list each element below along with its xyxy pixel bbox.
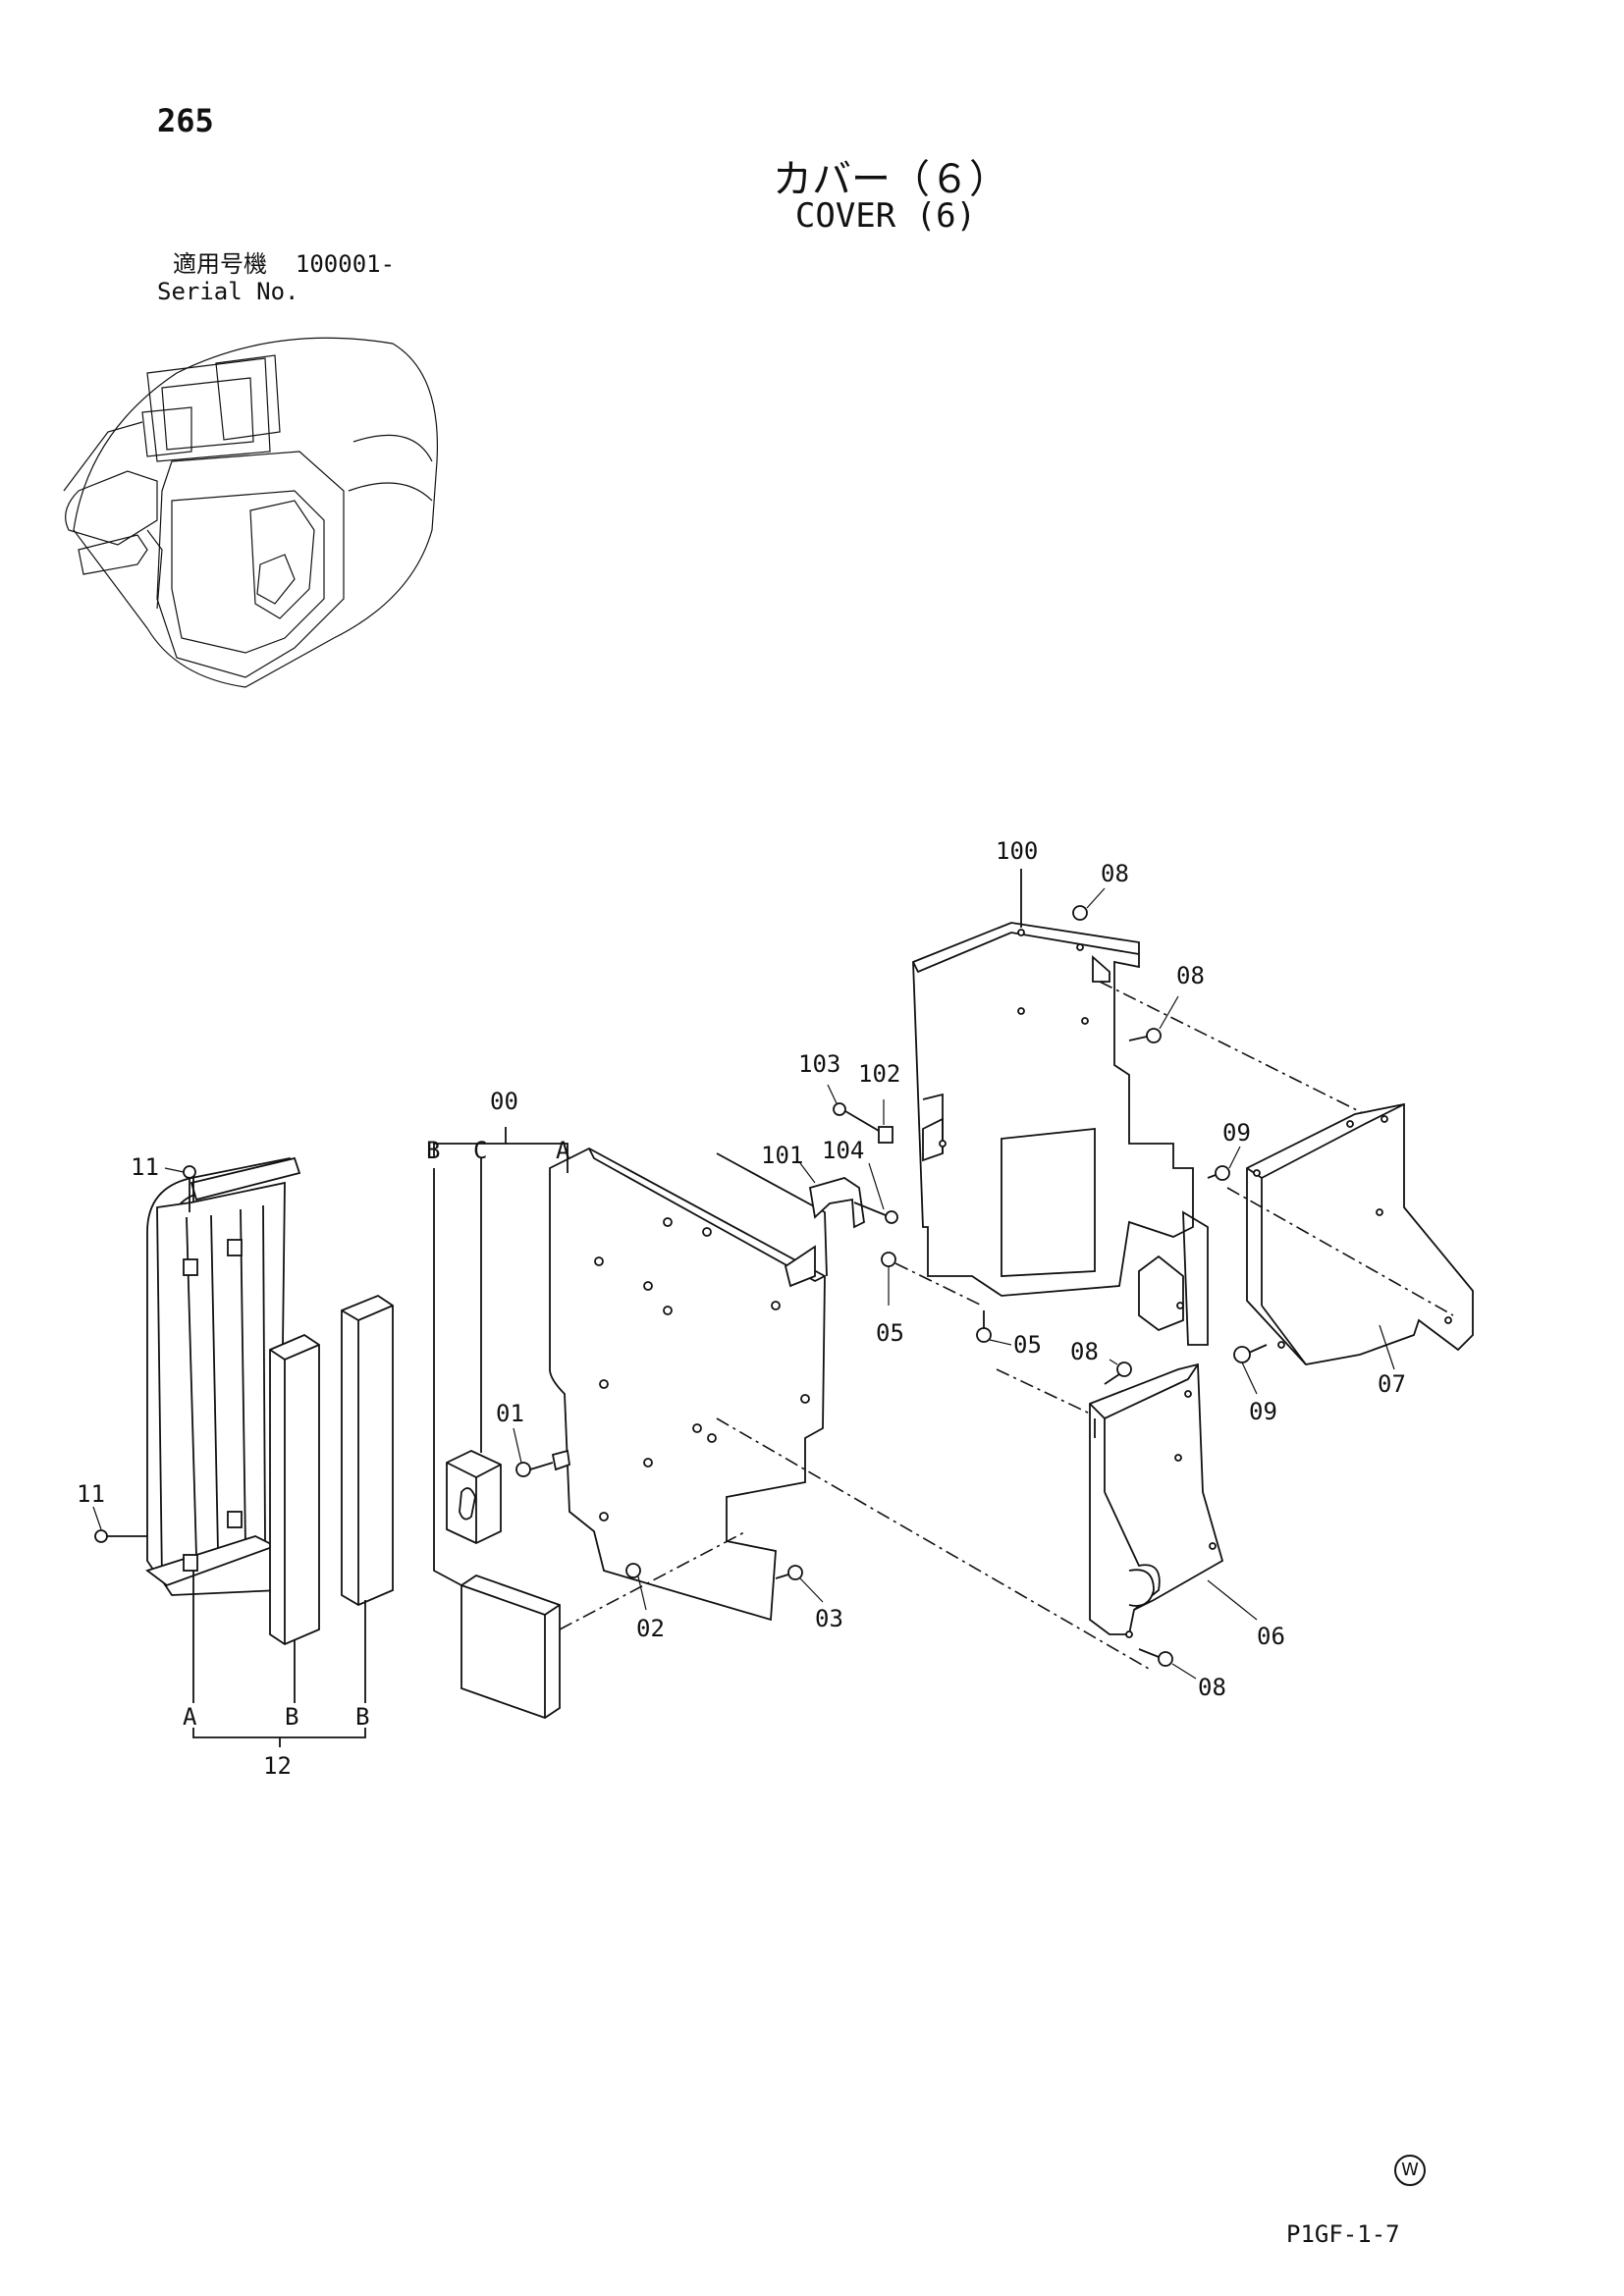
callout-11-upper: 11: [131, 1153, 159, 1181]
callout-11-lower: 11: [77, 1480, 105, 1508]
bolt-08-mid: [1104, 1359, 1132, 1385]
serial-range: 100001-: [295, 250, 396, 278]
callout-08-mid: 08: [1070, 1338, 1099, 1365]
bolt-11-lower: [92, 1506, 147, 1543]
bolt-03: [775, 1565, 824, 1603]
part-07-cover: [1226, 1102, 1474, 1370]
callout-12: 12: [263, 1752, 292, 1780]
callout-103: 103: [798, 1050, 840, 1078]
bolt-09-lower: [1233, 1344, 1268, 1395]
callout-bracket-c: C: [473, 1137, 487, 1164]
callout-02: 02: [636, 1615, 665, 1642]
bolt-02: [559, 1530, 747, 1630]
callout-05-right: 05: [1013, 1331, 1042, 1359]
callout-03: 03: [815, 1605, 843, 1632]
callout-00: 00: [490, 1088, 518, 1115]
serial-applicability: 適用号機 100001- Serial No.: [157, 250, 395, 305]
part-06-cover: [996, 1362, 1258, 1638]
callout-100: 100: [996, 837, 1038, 865]
bolt-09-upper: [1207, 1146, 1241, 1181]
part-00-pad-b: [433, 1168, 561, 1719]
page-number: 265: [157, 102, 214, 139]
serial-row-japanese: 適用号機 100001-: [157, 250, 395, 278]
callout-12-a: A: [183, 1703, 197, 1731]
bracket-12: [192, 1728, 366, 1738]
callout-09-upper: 09: [1222, 1119, 1251, 1147]
serial-label-english: Serial No.: [157, 278, 299, 305]
part-104-screw: [853, 1162, 898, 1224]
callout-08-upper-right: 08: [1176, 962, 1205, 989]
bolt-01: [513, 1427, 554, 1477]
bolt-08-bottom: [1138, 1648, 1197, 1680]
callout-101: 101: [761, 1142, 803, 1169]
serial-label-japanese: 適用号機: [173, 250, 267, 278]
part-12-pad-b-left: [269, 1333, 320, 1703]
page-title-japanese: カバー（６）: [773, 157, 1008, 202]
part-12-pad-b-right: [341, 1294, 394, 1703]
callout-bracket-b: B: [426, 1137, 440, 1164]
callout-bracket-a: A: [556, 1137, 570, 1164]
bolt-08-upper-right: [1128, 995, 1179, 1043]
callout-09-lower: 09: [1249, 1398, 1277, 1425]
w-circle-icon: W: [1394, 2155, 1426, 2186]
part-101-clip: [799, 1162, 865, 1229]
cab-location-thumbnail: [63, 337, 439, 688]
part-103-screw: [827, 1084, 880, 1132]
bolt-05-right: [976, 1310, 1012, 1346]
part-12-frame-assembly: [145, 1156, 301, 1703]
part-100-bracket-panel: [912, 869, 1209, 1346]
callout-05-left: 05: [876, 1319, 904, 1347]
callout-01: 01: [496, 1400, 524, 1427]
callout-104: 104: [822, 1137, 864, 1164]
bolt-08-top: [1072, 887, 1366, 1115]
part-00-cover-panel: [549, 1147, 828, 1622]
page-title-english: COVER (6): [794, 196, 977, 236]
leader-00-to-06: [716, 1417, 1150, 1670]
callout-12-b-left: B: [285, 1703, 298, 1731]
callout-06: 06: [1257, 1623, 1285, 1650]
callout-08-top: 08: [1101, 860, 1129, 887]
callout-07: 07: [1378, 1370, 1406, 1398]
bolt-11-upper: [164, 1165, 196, 1212]
callout-102: 102: [858, 1060, 900, 1088]
bracket-00: [433, 1143, 568, 1158]
callout-08-bottom: 08: [1198, 1674, 1226, 1701]
bolt-05-left: [881, 1252, 983, 1307]
part-102-nut: [878, 1099, 893, 1144]
reference-mark: W: [1394, 2155, 1426, 2186]
part-00-pad-c: [446, 1168, 502, 1544]
callout-12-b-right: B: [355, 1703, 369, 1731]
drawing-code: P1GF-1-7: [1286, 2220, 1400, 2248]
